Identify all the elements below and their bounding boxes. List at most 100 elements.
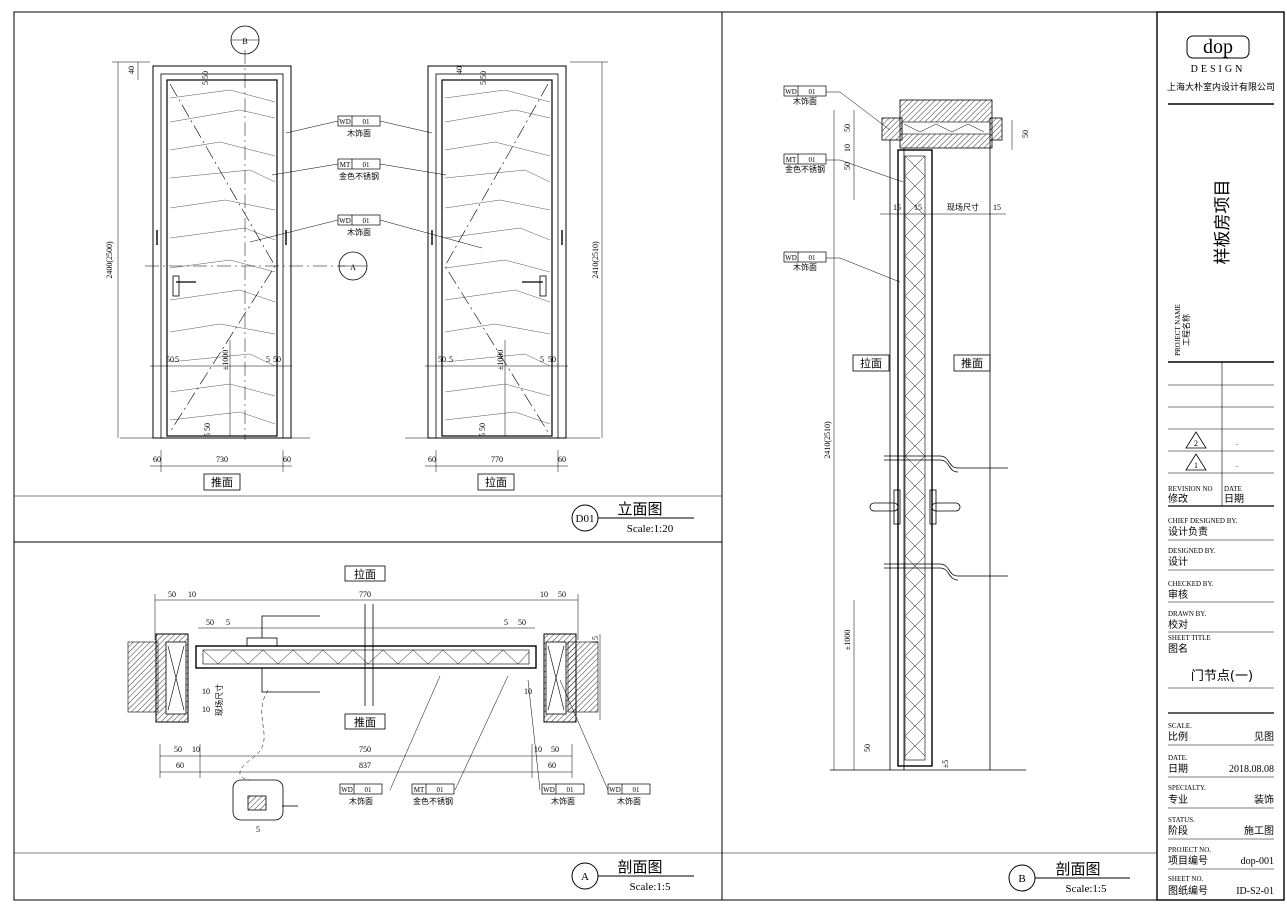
dim: 50 bbox=[168, 590, 176, 599]
dim: 10 bbox=[202, 705, 210, 714]
right-width-60a: 60 bbox=[428, 455, 436, 464]
dim: 770 bbox=[359, 590, 371, 599]
specialty-label: SPECIALTY. bbox=[1168, 784, 1206, 792]
revision-no-label-cn: 修改 bbox=[1168, 492, 1188, 505]
section-b-id: B bbox=[1018, 873, 1025, 885]
section-a-id: A bbox=[581, 871, 589, 883]
elevation-title: 立面图 bbox=[617, 500, 662, 518]
left-width-60b: 60 bbox=[283, 455, 291, 464]
scale-label: SCALE. bbox=[1168, 722, 1192, 730]
left-top-dim: 40 bbox=[127, 66, 136, 74]
checked-label: CHECKED BY. bbox=[1168, 580, 1214, 588]
dim: 15 bbox=[591, 636, 600, 644]
scale-label-cn: 比例 bbox=[1168, 730, 1188, 743]
sheet-no-value: ID-S2-01 bbox=[1236, 886, 1274, 897]
dim: 60 bbox=[176, 761, 184, 770]
pull-face-label: 拉面 bbox=[485, 475, 507, 489]
field-size-label: 现场尺寸 bbox=[947, 202, 979, 212]
date2-label: DATE. bbox=[1168, 754, 1188, 762]
tag-num: 01 bbox=[363, 161, 371, 169]
dim: 5 bbox=[504, 618, 508, 627]
tag-name: 木饰面 bbox=[617, 796, 641, 806]
left-side-5b: 5 bbox=[266, 355, 270, 364]
dim: 10 bbox=[202, 687, 210, 696]
checked-label-cn: 审核 bbox=[1168, 588, 1188, 601]
dim: 50 bbox=[558, 590, 566, 599]
company-name: 上海大朴室内设计有限公司 bbox=[1167, 81, 1275, 93]
pull-face-label: 拉面 bbox=[354, 567, 376, 581]
dim: 50 bbox=[1021, 130, 1030, 138]
tag-num: 01 bbox=[809, 156, 817, 164]
project-no-value: dop-001 bbox=[1241, 856, 1274, 867]
tag-code: WD bbox=[785, 88, 797, 96]
right-width-60b: 60 bbox=[558, 455, 566, 464]
drawn-label: DRAWN BY. bbox=[1168, 610, 1206, 618]
marker-b-label: B bbox=[242, 37, 247, 46]
tag-code: WD bbox=[785, 254, 797, 262]
project-name-label-en: PROJECT NAME bbox=[1174, 304, 1182, 356]
section-b-title: 剖面图 bbox=[1055, 860, 1100, 878]
section-a-scale: Scale:1:5 bbox=[630, 881, 671, 893]
field-size-label: 现场尺寸 bbox=[214, 684, 224, 716]
elevation-texts: B A 2400(2500) 2410(2510) 40 5 50 40 5 5… bbox=[105, 37, 674, 535]
right-width-770: 770 bbox=[491, 455, 503, 464]
left-side-50: 50 bbox=[166, 355, 174, 364]
date2-label-cn: 日期 bbox=[1168, 763, 1188, 775]
title-block-content: dop DESIGN 上海大朴室内设计有限公司 样板房项目 PROJECT NA… bbox=[1167, 35, 1275, 897]
tag-num: 01 bbox=[633, 786, 641, 794]
tag-code: WD bbox=[339, 118, 351, 126]
tag-code: MT bbox=[414, 786, 425, 794]
sheet-title: 门节点(一) bbox=[1191, 669, 1253, 684]
revision-dot: . bbox=[1236, 460, 1238, 469]
section-a-drawing bbox=[127, 565, 694, 890]
dim: 60 bbox=[548, 761, 556, 770]
revision-dot: . bbox=[1236, 438, 1238, 447]
project-no-label: PROJECT NO. bbox=[1168, 846, 1211, 854]
tag-name: 木饰面 bbox=[347, 128, 371, 138]
dim: 10 bbox=[188, 590, 196, 599]
push-face-label: 推面 bbox=[354, 715, 376, 729]
project-name-label-cn: 工程名称 bbox=[1181, 314, 1191, 346]
status-label-cn: 阶段 bbox=[1168, 824, 1188, 837]
dim: 5 bbox=[256, 825, 260, 834]
left-bottom-dim: 5 50 bbox=[203, 423, 212, 437]
dim: 50 bbox=[843, 162, 852, 170]
drawn-label-cn: 校对 bbox=[1168, 618, 1188, 631]
height-dim: 2410(2510) bbox=[823, 421, 832, 459]
status-label: STATUS. bbox=[1168, 816, 1195, 824]
section-b-drawing bbox=[783, 85, 1130, 892]
tag-code: MT bbox=[340, 161, 351, 169]
tag-name: 木饰面 bbox=[551, 796, 575, 806]
sheet-border bbox=[13, 11, 1285, 901]
right-bottom-dim: 5 50 bbox=[478, 423, 487, 437]
dim: 10 bbox=[534, 745, 542, 754]
tag-code: MT bbox=[786, 156, 797, 164]
right-height-dim: 2410(2510) bbox=[591, 241, 600, 279]
tag-num: 01 bbox=[567, 786, 575, 794]
revision-no-label: REVISION NO bbox=[1168, 485, 1213, 493]
push-face-label: 推面 bbox=[211, 475, 233, 489]
dim: 10 bbox=[540, 590, 548, 599]
designed-label: DESIGNED BY. bbox=[1168, 547, 1216, 555]
left-width-60a: 60 bbox=[153, 455, 161, 464]
pull-face-label: 拉面 bbox=[860, 356, 882, 370]
specialty-label-cn: 专业 bbox=[1168, 793, 1188, 806]
tag-name: 木饰面 bbox=[793, 96, 817, 106]
dim: ±5 bbox=[941, 760, 950, 768]
dim: 50 bbox=[518, 618, 526, 627]
chief-label: CHIEF DESIGNED BY. bbox=[1168, 517, 1238, 525]
tag-name: 金色不锈钢 bbox=[785, 164, 825, 174]
sheet-title-label: SHEET TITLE bbox=[1168, 634, 1211, 642]
tag-code: WD bbox=[339, 217, 351, 225]
right-side-5: 5 bbox=[449, 355, 453, 364]
tag-code: WD bbox=[609, 786, 621, 794]
marker-a-label: A bbox=[350, 263, 356, 272]
status-value: 施工图 bbox=[1244, 824, 1274, 837]
dim: 5 bbox=[226, 618, 230, 627]
tag-code: WD bbox=[341, 786, 353, 794]
revision-mark-1: 1 bbox=[1194, 461, 1198, 470]
scale-value: 见图 bbox=[1254, 731, 1274, 743]
right-side-5b: 5 bbox=[540, 355, 544, 364]
tag-num: 01 bbox=[809, 254, 817, 262]
